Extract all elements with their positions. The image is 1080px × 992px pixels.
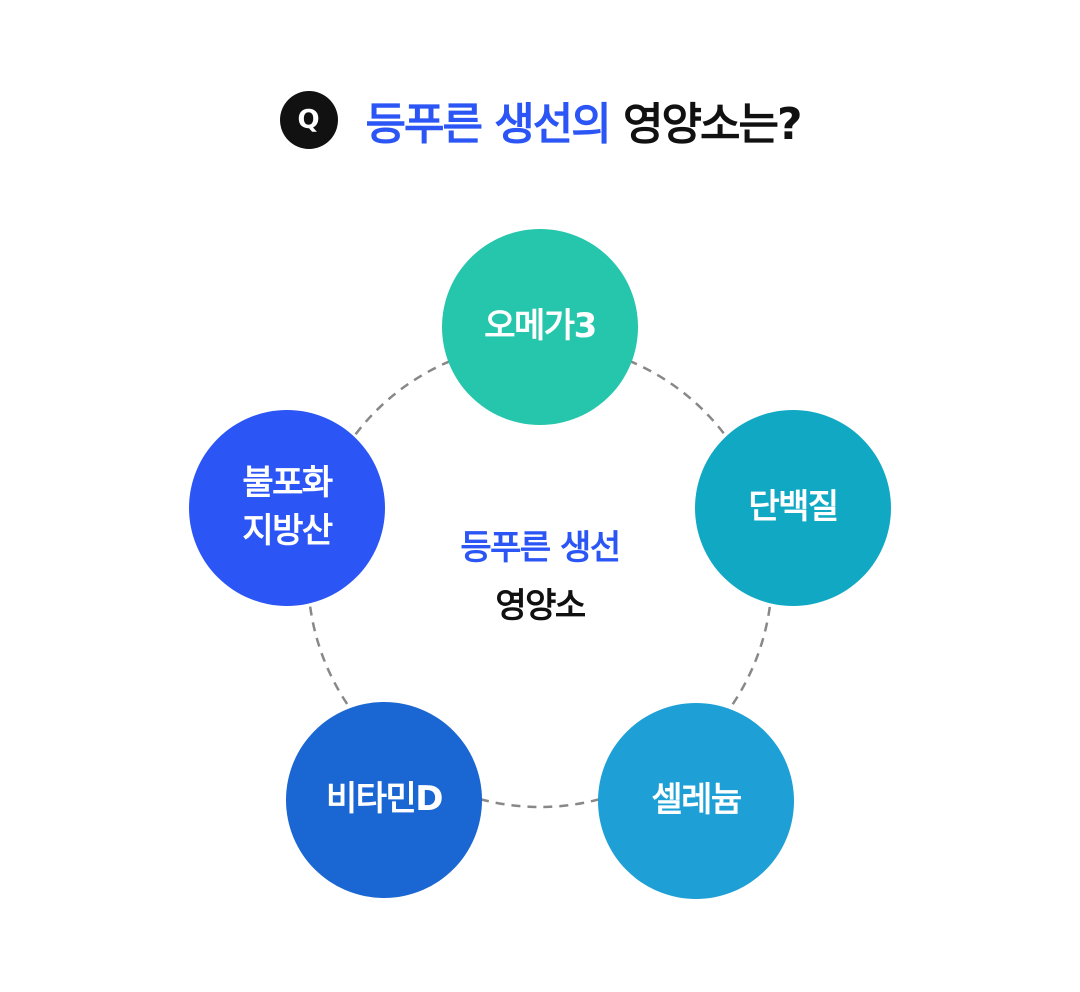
header: Q 등푸른 생선의 영양소는? (0, 78, 1080, 162)
question-badge-icon: Q (279, 91, 338, 149)
center-line1: 등푸른 생선 (460, 528, 621, 568)
node-omega3[interactable]: 오메가3 (442, 229, 638, 425)
node-label-line2: 지방산 (242, 511, 333, 551)
page-title: 등푸른 생선의 영양소는? (365, 88, 803, 152)
node-label: 비타민D (325, 779, 444, 820)
node-vitamin-d[interactable]: 비타민D (286, 702, 482, 898)
center-label: 등푸른 생선 영양소 (390, 520, 690, 636)
node-label: 단백질 (748, 487, 839, 528)
node-label: 오메가3 (484, 306, 597, 347)
title-rest: 영양소는? (623, 99, 802, 150)
node-label: 셀레늄 (651, 780, 742, 821)
node-label-line1: 불포화 (242, 463, 333, 504)
node-selenium[interactable]: 셀레늄 (598, 703, 794, 899)
node-protein[interactable]: 단백질 (695, 410, 891, 606)
center-line2: 영양소 (495, 585, 586, 626)
node-unsaturated-fat[interactable]: 불포화 지방산 (189, 410, 385, 606)
title-highlight: 등푸른 생선의 (365, 99, 612, 150)
